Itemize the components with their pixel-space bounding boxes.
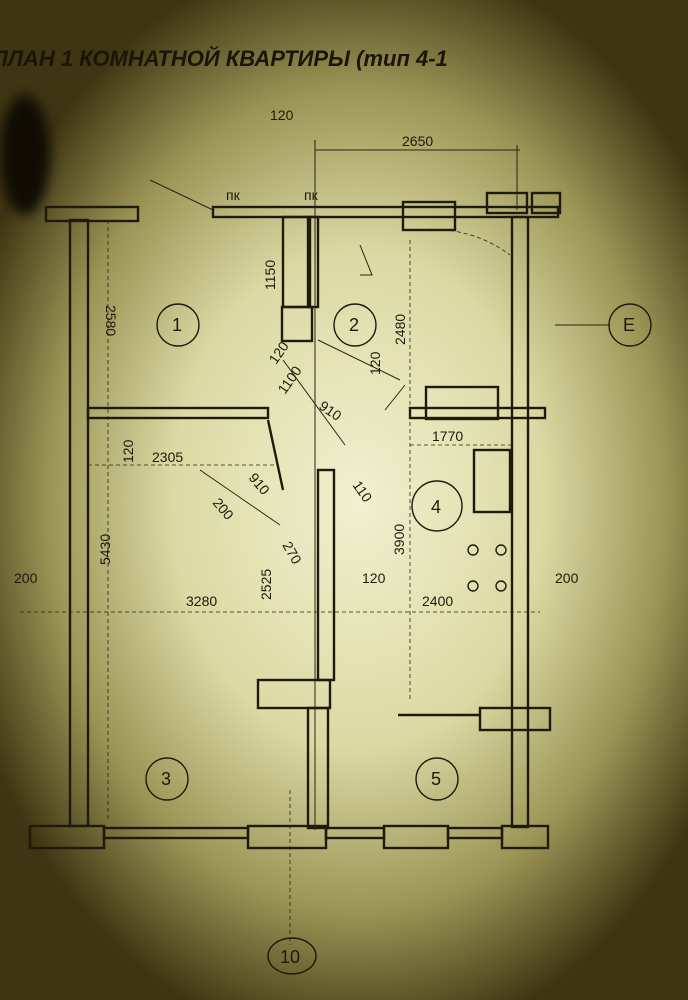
axis-marker-e xyxy=(608,303,652,347)
walls xyxy=(28,179,562,850)
room-marker-1 xyxy=(156,303,200,347)
dim-label: 3280 xyxy=(186,593,217,609)
room-marker-5 xyxy=(415,757,459,801)
dim-label: 910 xyxy=(316,397,344,424)
room-marker-2 xyxy=(333,303,377,347)
dim-label: 2580 xyxy=(103,305,119,336)
dim-label: 110 xyxy=(350,478,376,506)
room-number: 4 xyxy=(431,497,441,517)
room-marker-3 xyxy=(145,757,189,801)
room-marker-4 xyxy=(411,480,463,532)
dim-label: 2525 xyxy=(258,569,274,600)
dim-label: 1150 xyxy=(262,260,278,290)
finger-shadow xyxy=(0,95,50,215)
dim-label: 120 xyxy=(120,439,136,463)
dim-label: 200 xyxy=(555,570,579,586)
dim-label: 1100 xyxy=(274,363,304,397)
dim-label: 2400 xyxy=(422,593,453,609)
dimension-lines xyxy=(20,140,610,945)
room-number: 5 xyxy=(431,769,441,789)
dim-label: 120 xyxy=(367,351,383,375)
dim-label: 120 xyxy=(362,570,386,586)
room-number: 3 xyxy=(161,769,171,789)
dim-label: 2480 xyxy=(392,314,408,345)
dim-label: 2650 xyxy=(402,133,433,149)
wall-label: пк xyxy=(226,187,241,203)
dim-label: 5430 xyxy=(97,534,113,565)
dim-label: 270 xyxy=(279,539,305,567)
room-number: 1 xyxy=(172,315,182,335)
axis-marker-10 xyxy=(267,937,317,975)
dim-label: 910 xyxy=(246,470,273,498)
dim-label: 120 xyxy=(265,338,292,366)
dim-label: 120 xyxy=(270,107,294,123)
room-markers: 1 2 3 4 5 Е 10 xyxy=(145,303,652,975)
room-number: 2 xyxy=(349,315,359,335)
plan-title: ПЛАН 1 КОМНАТНОЙ КВАРТИРЫ (тип 4-1 xyxy=(0,45,448,71)
dimension-labels: пк пк 120 2650 1150 2580 2480 120 1100 1… xyxy=(14,107,579,609)
axis-label: 10 xyxy=(280,947,300,967)
dim-label: 3900 xyxy=(391,524,407,555)
axis-label: Е xyxy=(623,315,635,335)
dim-label: 200 xyxy=(210,495,237,523)
wall-label: пк xyxy=(304,187,319,203)
dim-label: 200 xyxy=(14,570,38,586)
dim-label: 2305 xyxy=(152,449,183,465)
dim-label: 1770 xyxy=(432,428,463,444)
